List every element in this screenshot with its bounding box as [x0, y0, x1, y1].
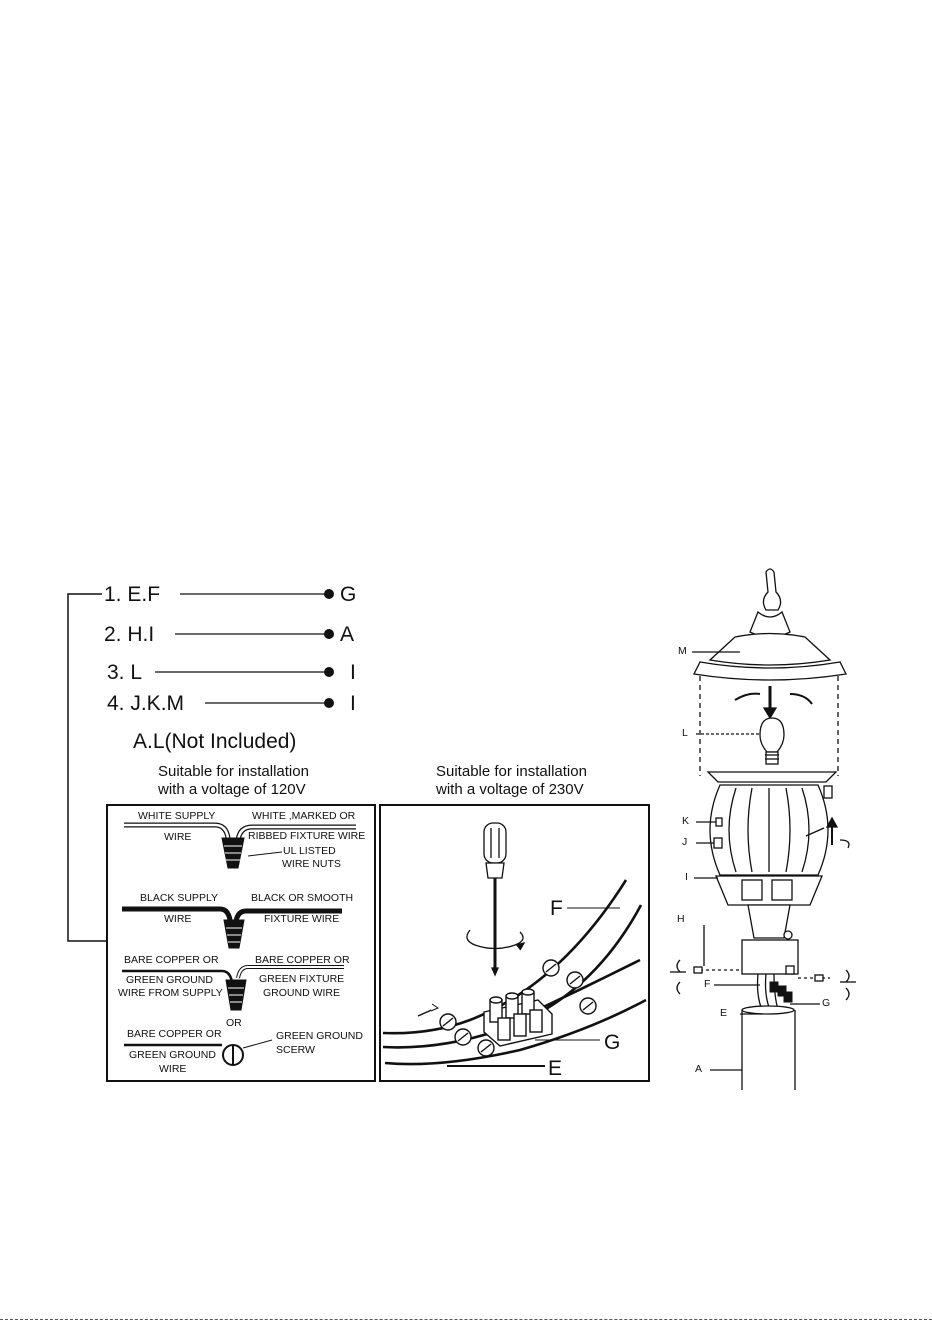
label-or: OR [226, 1017, 242, 1029]
lamp-label-e: E [720, 1007, 728, 1019]
page-bottom-divider [0, 1319, 932, 1320]
lamp-label-g: G [822, 997, 831, 1009]
terminal-block [483, 988, 553, 1047]
lamp-label-l: L [682, 727, 688, 739]
step-1-target: G [340, 583, 357, 606]
label-black-supply: BLACK SUPPLY [140, 892, 219, 904]
lamp-post [670, 568, 856, 1090]
label-bare-copper-3: BARE COPPER OR [127, 1028, 222, 1040]
label-green-ground-screw-1: GREEN GROUND [276, 1030, 363, 1042]
label-bare-copper-2: BARE COPPER OR [255, 954, 350, 966]
step-3-target: I [350, 661, 356, 684]
label-wire-3: WIRE [159, 1063, 187, 1075]
label-wire-1: WIRE [164, 831, 192, 843]
caption-120v-line2: with a voltage of 120V [158, 781, 306, 798]
label-ul-listed: UL LISTED [283, 845, 336, 857]
wire-nut-1 [221, 837, 245, 869]
lamp-label-j: J [682, 836, 688, 848]
not-included-note: A.L(Not Included) [133, 730, 297, 753]
step-4-label: 4. J.K.M [107, 692, 185, 715]
label-bare-copper-1: BARE COPPER OR [124, 954, 219, 966]
label-green-fixture: GREEN FIXTURE [259, 973, 345, 985]
step-2-target: A [340, 623, 355, 646]
label-green-ground-screw-2: SCERW [276, 1044, 315, 1056]
lamp-label-i: I [685, 871, 688, 883]
lamp-label-f: F [704, 978, 711, 990]
panel-230v-frame [379, 804, 650, 1082]
label-wire-2: WIRE [164, 913, 192, 925]
label-230v-e: E [548, 1057, 563, 1080]
label-ribbed-fixture: RIBBED FIXTURE WIRE [248, 830, 366, 842]
panel-120v-frame [106, 804, 376, 1082]
step-4-dot [324, 698, 334, 708]
label-230v-f: F [550, 897, 563, 920]
label-green-ground-2: GREEN GROUND [129, 1049, 216, 1061]
step-3-label: 3. L [107, 661, 143, 684]
step-2-label: 2. H.I [104, 623, 155, 646]
wire-nut-3 [225, 979, 247, 1011]
caption-230v-line1: Suitable for installation [436, 763, 587, 780]
step-4-target: I [350, 692, 356, 715]
wire-nut-2 [223, 919, 245, 949]
steps-bracket [67, 593, 108, 942]
label-wire-nuts: WIRE NUTS [282, 858, 341, 870]
lamp-label-h: H [677, 913, 685, 925]
lamp-label-k: K [682, 815, 690, 827]
label-wire-from-supply: WIRE FROM SUPPLY [118, 987, 223, 999]
label-white-supply: WHITE SUPPLY [138, 810, 216, 822]
lamp-label-a: A [695, 1063, 703, 1075]
step-1-dot [324, 589, 334, 599]
ground-screw [222, 1044, 244, 1066]
caption-120v-line1: Suitable for installation [158, 763, 309, 780]
label-black-smooth: BLACK OR SMOOTH [251, 892, 354, 904]
caption-230v-line2: with a voltage of 230V [436, 781, 584, 798]
terminal-screws [439, 959, 597, 1057]
label-green-ground-1: GREEN GROUND [126, 974, 213, 986]
step-3-dot [324, 667, 334, 677]
label-white-marked: WHITE ,MARKED OR [252, 810, 356, 822]
label-fixture-wire: FIXTURE WIRE [264, 913, 340, 925]
step-1-label: 1. E.F [104, 583, 161, 606]
step-2-dot [324, 629, 334, 639]
screwdriver [466, 822, 526, 977]
label-230v-g: G [604, 1031, 621, 1054]
label-ground-wire: GROUND WIRE [263, 987, 340, 999]
lamp-label-m: M [678, 645, 687, 657]
